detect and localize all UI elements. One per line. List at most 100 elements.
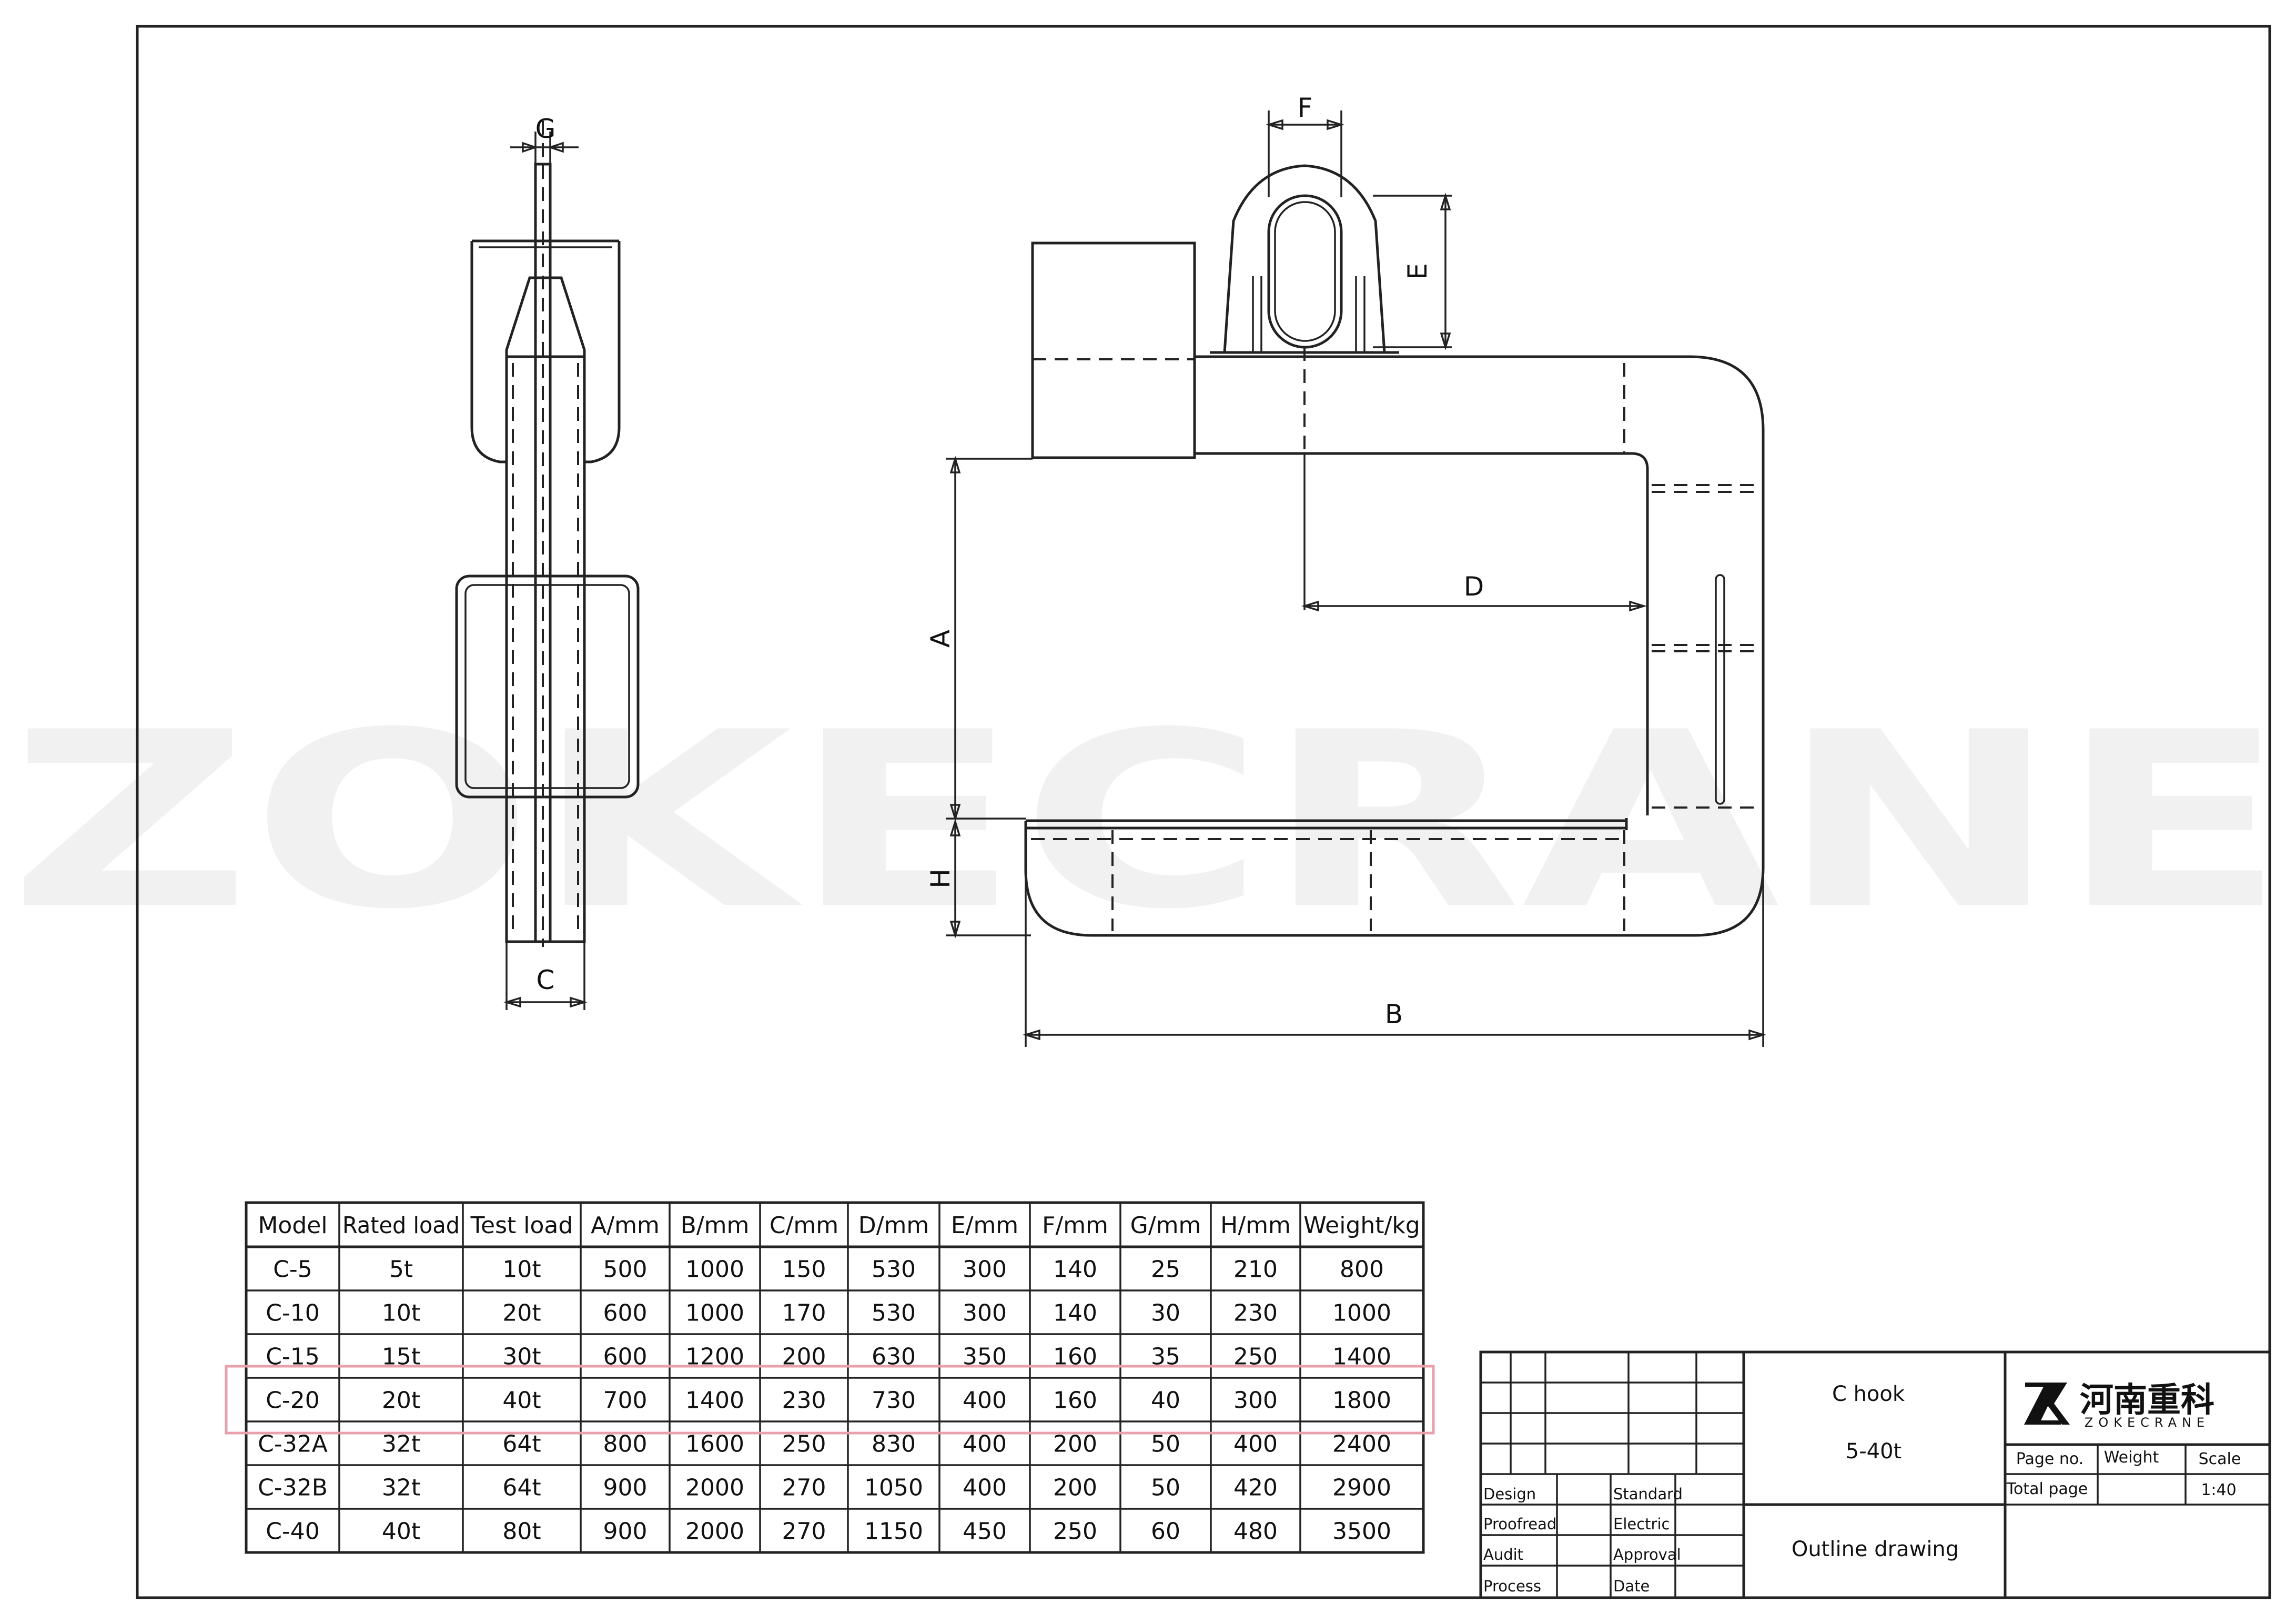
logo-en: ZOKECRANE	[2085, 1415, 2210, 1430]
table-cell: 140	[1053, 1256, 1097, 1283]
table-header-cell: B/mm	[681, 1212, 750, 1239]
table-header-cell: H/mm	[1220, 1212, 1291, 1239]
dim-label-h: H	[925, 869, 956, 889]
table-cell: 150	[782, 1256, 826, 1283]
table-cell: 2000	[685, 1518, 744, 1545]
table-cell: C-32B	[258, 1475, 328, 1501]
table-cell: 2000	[685, 1475, 744, 1501]
table-header-cell: A/mm	[591, 1212, 660, 1239]
table-cell: 1800	[1332, 1387, 1391, 1414]
table-cell: 210	[1233, 1256, 1278, 1283]
table-cell: 200	[1053, 1431, 1097, 1458]
table-cell: 800	[1340, 1256, 1384, 1283]
table-cell: 50	[1151, 1431, 1180, 1458]
table-cell: 64t	[502, 1475, 541, 1501]
table-cell: 2400	[1332, 1431, 1391, 1458]
front-view: E F D A H B	[925, 93, 1766, 1047]
capacity-range: 5-40t	[1846, 1439, 1901, 1464]
table-cell: 300	[1233, 1387, 1278, 1414]
table-cell: 10t	[502, 1256, 541, 1283]
dim-label-g: G	[535, 114, 556, 144]
table-cell: 270	[782, 1475, 826, 1501]
table-cell: C-32A	[258, 1431, 328, 1458]
table-cell: 480	[1233, 1518, 1278, 1545]
scale-label: Scale	[2199, 1450, 2241, 1468]
table-cell: 700	[603, 1387, 648, 1414]
table-cell: 50	[1151, 1475, 1180, 1501]
table-cell: 300	[963, 1256, 1007, 1283]
table-header-cell: Test load	[470, 1212, 573, 1239]
weight-label: Weight	[2104, 1448, 2159, 1467]
table-cell: 530	[872, 1256, 916, 1283]
table-cell: 230	[782, 1387, 826, 1414]
table-cell: 1000	[685, 1300, 744, 1327]
table-cell: 420	[1233, 1475, 1278, 1501]
table-cell: 160	[1053, 1387, 1097, 1414]
dim-label-d: D	[1464, 571, 1484, 602]
table-cell: C-20	[266, 1387, 320, 1414]
dim-label-c: C	[537, 965, 555, 995]
table-cell: 32t	[382, 1475, 420, 1501]
dim-label-b: B	[1385, 999, 1403, 1030]
table-cell: 1000	[685, 1256, 744, 1283]
table-header-cell: Model	[258, 1212, 327, 1239]
table-cell: 40	[1151, 1387, 1180, 1414]
table-cell: 400	[1233, 1431, 1278, 1458]
table-cell: 1600	[685, 1431, 744, 1458]
sign-label-standard: Standard	[1613, 1485, 1683, 1503]
table-cell: 230	[1233, 1300, 1278, 1327]
table-cell: 1000	[1332, 1300, 1391, 1327]
table-cell: 400	[963, 1475, 1007, 1501]
table-cell: 450	[963, 1518, 1007, 1545]
table-cell: 200	[1053, 1475, 1097, 1501]
table-cell: 140	[1053, 1300, 1097, 1327]
drawing-type: Outline drawing	[1792, 1537, 1959, 1561]
table-cell: 250	[782, 1431, 826, 1458]
table-cell: 530	[872, 1300, 916, 1327]
table-cell: 30	[1151, 1300, 1180, 1327]
table-cell: C-40	[266, 1518, 320, 1545]
table-header-cell: G/mm	[1130, 1212, 1201, 1239]
dim-label-e: E	[1402, 263, 1433, 280]
sign-label-electric: Electric	[1613, 1515, 1670, 1533]
sign-label-date: Date	[1613, 1577, 1650, 1595]
title-block: Design Proofread Audit Process Standard …	[1479, 1350, 2271, 1599]
table-cell: 25	[1151, 1256, 1180, 1283]
dim-label-a: A	[925, 630, 956, 648]
table-cell: 830	[872, 1431, 916, 1458]
table-header-cell: Weight/kg	[1303, 1212, 1420, 1239]
table-cell: 20t	[382, 1387, 420, 1414]
table-cell: 1400	[685, 1387, 744, 1414]
total-page-label: Total page	[2006, 1480, 2088, 1498]
table-cell: 40t	[382, 1518, 420, 1545]
table-cell: C-10	[266, 1300, 320, 1327]
sign-label-audit: Audit	[1483, 1546, 1523, 1564]
table-cell: 300	[963, 1300, 1007, 1327]
table-cell: 400	[963, 1387, 1007, 1414]
table-cell: 400	[963, 1431, 1007, 1458]
table-cell: 60	[1151, 1518, 1180, 1545]
table-cell: 3500	[1332, 1518, 1391, 1545]
sign-label-proofread: Proofread	[1483, 1515, 1556, 1533]
sign-label-process: Process	[1483, 1577, 1541, 1595]
table-cell: 10t	[382, 1300, 420, 1327]
side-view: C G	[455, 114, 640, 1010]
sign-label-approval: Approval	[1613, 1546, 1681, 1564]
highlight-row-box	[225, 1365, 1435, 1435]
table-header-cell: E/mm	[951, 1212, 1018, 1239]
dim-label-f: F	[1298, 93, 1313, 123]
table-cell: 20t	[502, 1300, 541, 1327]
scale-value: 1:40	[2201, 1481, 2236, 1499]
company-logo: 河南重科 ZOKECRANE	[2024, 1381, 2214, 1430]
sign-label-design: Design	[1483, 1485, 1536, 1503]
table-header-cell: Rated load	[342, 1212, 460, 1239]
table-cell: 500	[603, 1256, 648, 1283]
table-cell: 40t	[502, 1387, 541, 1414]
table-cell: 5t	[389, 1256, 413, 1283]
table-header-cell: F/mm	[1042, 1212, 1108, 1239]
table-cell: 900	[603, 1518, 648, 1545]
table-cell: 800	[603, 1431, 648, 1458]
table-cell: 270	[782, 1518, 826, 1545]
